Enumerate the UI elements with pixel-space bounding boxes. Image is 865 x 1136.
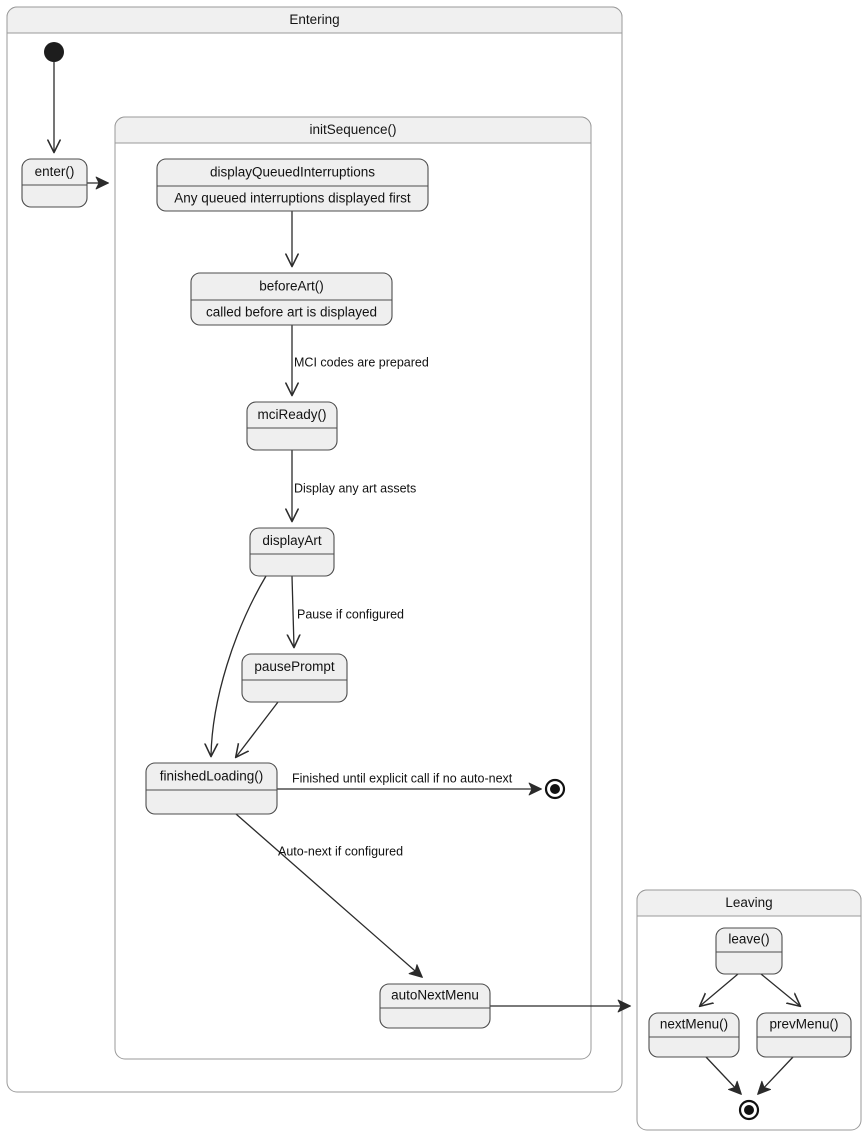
state-pause-prompt[interactable]: pausePrompt (241, 653, 348, 703)
frame-init-sequence-body (114, 116, 592, 1060)
frame-entering-header (6, 6, 623, 34)
frame-entering-title: Entering (289, 12, 339, 27)
state-finished-loading-title: finishedLoading() (160, 769, 264, 784)
state-leave-title: leave() (728, 932, 769, 947)
state-mci-ready[interactable]: mciReady() (246, 401, 338, 451)
state-pause-prompt-title: pausePrompt (254, 659, 335, 674)
state-next-menu[interactable]: nextMenu() (648, 1012, 740, 1058)
frame-leaving-title: Leaving (725, 895, 772, 910)
state-next-menu-title: nextMenu() (660, 1017, 728, 1032)
transition-prev-menu-to-final (757, 1056, 794, 1095)
state-auto-next-menu-title: autoNextMenu (391, 988, 479, 1003)
transition-leave-to-prev-menu (760, 973, 800, 1006)
state-display-art-title: displayArt (262, 533, 322, 548)
initial-state-pseudostate[interactable] (44, 42, 64, 62)
state-finished-loading[interactable]: finishedLoading() (145, 762, 278, 815)
frame-init-sequence-title: initSequence() (309, 122, 396, 137)
frame-leaving[interactable]: Leaving (636, 889, 862, 1131)
state-auto-next-menu-box (379, 983, 491, 1029)
state-pause-prompt-box (241, 653, 348, 703)
state-prev-menu[interactable]: prevMenu() (756, 1012, 852, 1058)
frame-init-sequence-header (114, 116, 592, 144)
state-finished-loading-box (145, 762, 278, 815)
state-enter[interactable]: enter() (21, 158, 88, 208)
state-before-art-box (190, 272, 393, 326)
state-before-art[interactable]: beforeArt() called before art is display… (190, 272, 393, 326)
state-display-queued-interruptions-desc: Any queued interruptions displayed first (174, 191, 411, 206)
state-auto-next-menu[interactable]: autoNextMenu (379, 983, 491, 1029)
transition-label-mci-codes-prepared: MCI codes are prepared (294, 355, 429, 369)
state-prev-menu-title: prevMenu() (769, 1017, 838, 1032)
state-before-art-title: beforeArt() (259, 279, 324, 294)
state-display-queued-interruptions-title: displayQueuedInterruptions (210, 165, 375, 180)
state-next-menu-box (648, 1012, 740, 1058)
state-leave-box (715, 927, 783, 975)
state-display-art-box (249, 527, 335, 577)
state-display-queued-interruptions[interactable]: displayQueuedInterruptions Any queued in… (156, 158, 429, 212)
state-mci-ready-title: mciReady() (257, 407, 326, 422)
transition-finished-loading-to-auto-next-menu (235, 813, 423, 978)
transition-label-auto-next-if-configured: Auto-next if configured (278, 844, 403, 858)
state-prev-menu-box (756, 1012, 852, 1058)
transition-leave-to-next-menu (700, 973, 739, 1006)
state-enter-title: enter() (35, 164, 75, 179)
transition-display-art-to-pause-prompt (292, 575, 294, 647)
state-display-art[interactable]: displayArt (249, 527, 335, 577)
final-state-leaving[interactable] (738, 1099, 760, 1121)
transition-label-finished-until-explicit-call: Finished until explicit call if no auto-… (292, 771, 513, 785)
state-display-queued-interruptions-box (156, 158, 429, 212)
transition-pause-prompt-to-finished-loading (236, 701, 279, 757)
transition-label-pause-if-configured: Pause if configured (297, 607, 404, 621)
frame-init-sequence[interactable]: initSequence() (114, 116, 592, 1060)
frame-leaving-body (636, 889, 862, 1131)
state-mci-ready-box (246, 401, 338, 451)
transition-display-art-to-finished-loading (211, 575, 267, 756)
transition-next-menu-to-final (705, 1056, 742, 1095)
state-before-art-desc: called before art is displayed (206, 305, 377, 320)
transition-label-display-art-assets: Display any art assets (294, 481, 416, 495)
frame-leaving-header (636, 889, 862, 917)
state-enter-box (21, 158, 88, 208)
state-leave[interactable]: leave() (715, 927, 783, 975)
final-state-entering[interactable] (544, 778, 566, 800)
